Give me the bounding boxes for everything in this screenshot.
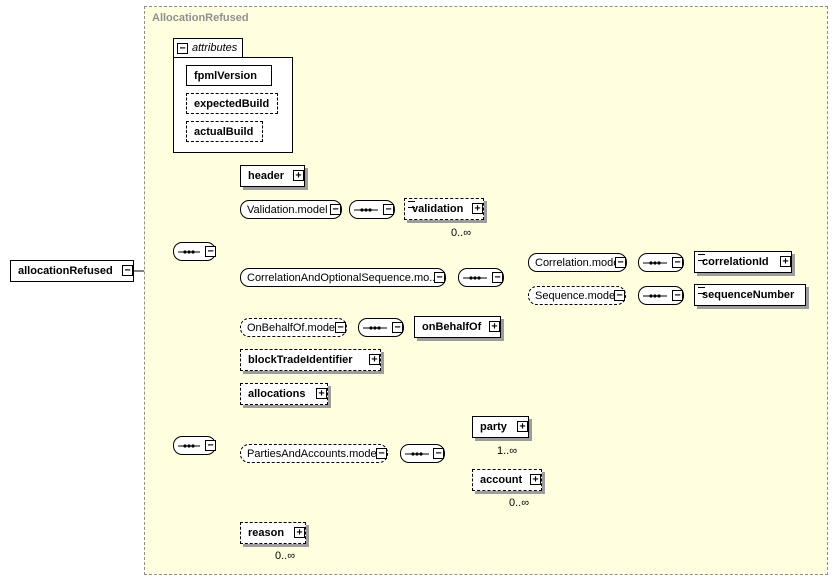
collapse-icon[interactable]: −: [614, 290, 625, 301]
collapse-icon[interactable]: −: [335, 322, 346, 333]
collapse-icon[interactable]: −: [434, 272, 445, 283]
element-party-label: party: [480, 421, 507, 433]
collapse-icon[interactable]: −: [376, 448, 387, 459]
group-on-behalf-of-model-label: OnBehalfOf.model: [247, 321, 338, 334]
sequence-compositor[interactable]: −: [349, 200, 395, 219]
collapse-icon[interactable]: −: [672, 257, 683, 268]
collapse-icon[interactable]: −: [177, 43, 188, 54]
element-validation[interactable]: validation +: [404, 198, 484, 220]
collapse-icon[interactable]: −: [672, 290, 683, 301]
group-validation-model-label: Validation.model: [247, 203, 328, 216]
attributes-title: attributes: [192, 42, 238, 54]
group-correlation-optional-sequence[interactable]: CorrelationAndOptionalSequence.mo... −: [240, 268, 446, 287]
element-block-trade-identifier-label: blockTradeIdentifier: [248, 354, 353, 366]
element-allocations-label: allocations: [248, 388, 306, 400]
element-party[interactable]: party +: [472, 416, 529, 438]
expand-icon[interactable]: +: [780, 256, 791, 267]
group-on-behalf-of-model[interactable]: OnBehalfOf.model −: [240, 318, 347, 337]
collapse-icon[interactable]: −: [433, 448, 444, 459]
element-correlation-id-label: correlationId: [702, 256, 769, 268]
sequence-compositor[interactable]: −: [173, 242, 216, 261]
group-correlation-optional-sequence-label: CorrelationAndOptionalSequence.mo...: [247, 271, 439, 284]
expand-icon[interactable]: +: [530, 474, 541, 485]
expand-icon[interactable]: +: [472, 203, 483, 214]
expand-icon[interactable]: +: [294, 527, 305, 538]
collapse-icon[interactable]: −: [492, 272, 503, 283]
multiplicity-party: 1..∞: [497, 445, 518, 457]
element-sequence-number-label: sequenceNumber: [702, 289, 795, 301]
sequence-compositor[interactable]: −: [638, 253, 684, 272]
sequence-icon: [643, 294, 667, 298]
expand-icon[interactable]: +: [316, 388, 327, 399]
element-header-label: header: [248, 170, 285, 182]
element-on-behalf-of[interactable]: onBehalfOf +: [414, 316, 501, 338]
element-reason-label: reason: [248, 527, 285, 539]
element-validation-label: validation: [412, 203, 464, 215]
group-correlation-model[interactable]: Correlation.model −: [528, 253, 627, 272]
element-reason[interactable]: reason +: [240, 522, 306, 544]
group-parties-and-accounts-model[interactable]: PartiesAndAccounts.model −: [240, 444, 388, 463]
multiplicity-reason: 0..∞: [275, 550, 296, 562]
expand-icon[interactable]: +: [369, 354, 380, 365]
element-account[interactable]: account +: [472, 469, 542, 491]
collapse-icon[interactable]: −: [122, 265, 133, 276]
type-name: AllocationRefused: [152, 12, 249, 24]
sequence-icon: [643, 261, 667, 265]
sequence-icon: [178, 444, 200, 448]
collapse-icon[interactable]: −: [383, 204, 394, 215]
sequence-icon: [363, 326, 387, 330]
sequence-icon: [463, 276, 487, 280]
sequence-compositor[interactable]: −: [358, 318, 404, 337]
element-header[interactable]: header +: [240, 165, 305, 187]
element-account-label: account: [480, 474, 523, 486]
collapse-icon[interactable]: −: [392, 322, 403, 333]
collapse-icon[interactable]: −: [330, 204, 341, 215]
documentation-icon: [698, 287, 705, 294]
multiplicity-validation: 0..∞: [451, 227, 472, 239]
group-correlation-model-label: Correlation.model: [535, 256, 622, 269]
group-sequence-model-label: Sequence.model: [535, 289, 618, 302]
expand-icon[interactable]: +: [517, 421, 528, 432]
element-correlation-id[interactable]: correlationId +: [694, 251, 792, 273]
collapse-icon[interactable]: −: [205, 440, 216, 451]
root-element[interactable]: allocationRefused −: [10, 260, 134, 282]
root-element-label: allocationRefused: [18, 265, 113, 277]
group-parties-and-accounts-model-label: PartiesAndAccounts.model: [247, 447, 380, 460]
documentation-icon: [408, 201, 415, 208]
group-validation-model[interactable]: Validation.model −: [240, 200, 342, 219]
sequence-compositor[interactable]: −: [638, 286, 684, 305]
collapse-icon[interactable]: −: [615, 257, 626, 268]
attributes-tab: − attributes: [173, 38, 243, 58]
sequence-compositor[interactable]: −: [458, 268, 504, 287]
element-sequence-number[interactable]: sequenceNumber: [694, 284, 806, 306]
element-allocations[interactable]: allocations +: [240, 383, 328, 405]
expand-icon[interactable]: +: [489, 321, 500, 332]
documentation-icon: [698, 254, 705, 261]
multiplicity-account: 0..∞: [509, 497, 530, 509]
sequence-compositor[interactable]: −: [400, 444, 445, 463]
group-sequence-model[interactable]: Sequence.model −: [528, 286, 626, 305]
attribute-fpml-version[interactable]: fpmlVersion: [186, 65, 272, 86]
attribute-expected-build[interactable]: expectedBuild: [186, 93, 278, 114]
sequence-compositor[interactable]: −: [173, 436, 216, 455]
sequence-icon: [354, 208, 378, 212]
collapse-icon[interactable]: −: [205, 246, 216, 257]
sequence-icon: [405, 452, 429, 456]
sequence-icon: [178, 250, 200, 254]
element-on-behalf-of-label: onBehalfOf: [422, 321, 482, 333]
element-block-trade-identifier[interactable]: blockTradeIdentifier +: [240, 349, 381, 371]
attribute-actual-build[interactable]: actualBuild: [186, 121, 263, 142]
expand-icon[interactable]: +: [293, 170, 304, 181]
